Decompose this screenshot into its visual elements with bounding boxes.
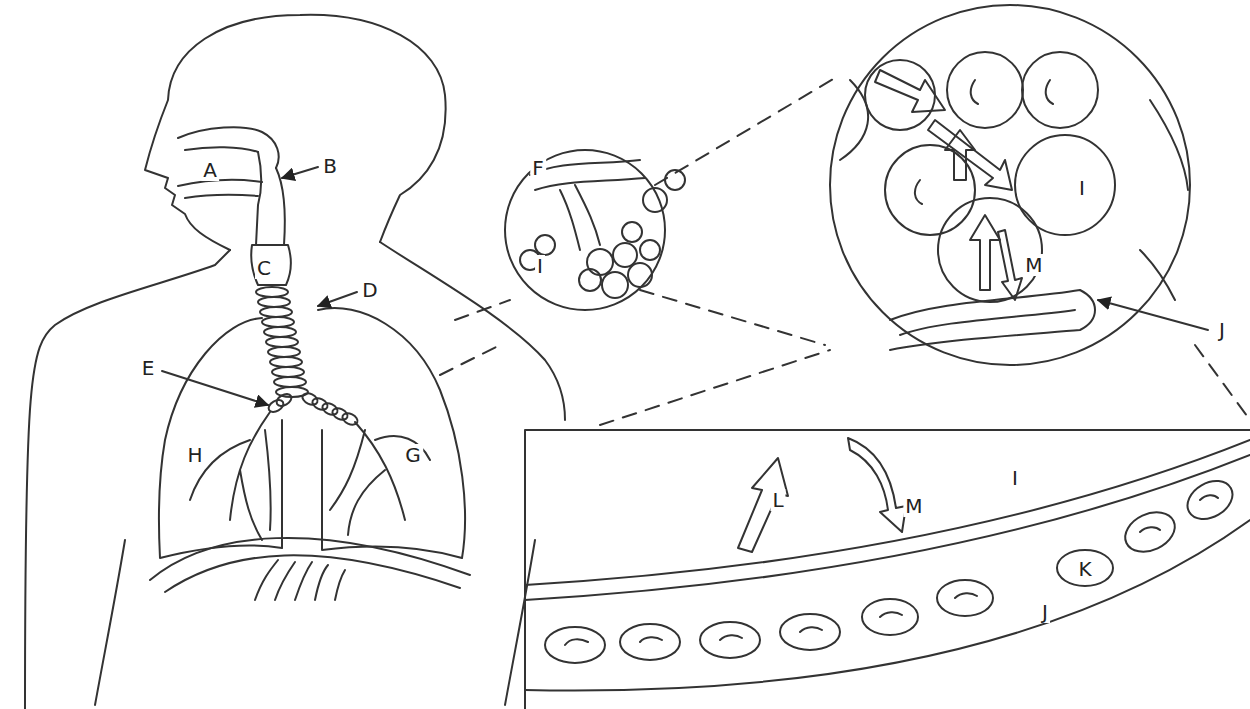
- part-letter: B: [321, 155, 339, 177]
- part-letter: E: [140, 357, 157, 379]
- part-letter: A: [201, 159, 219, 181]
- part-letter: I: [1077, 177, 1087, 199]
- part-letter: D: [360, 279, 379, 301]
- part-letter: J: [1217, 319, 1227, 341]
- part-letter: L: [770, 489, 785, 511]
- part-letter: K: [1076, 558, 1093, 580]
- part-letter: M: [1023, 254, 1044, 276]
- part-letter: C: [255, 257, 273, 279]
- part-letter: I: [1010, 467, 1020, 489]
- part-letter: J: [1040, 601, 1050, 623]
- part-letter: H: [185, 444, 204, 466]
- part-letter: G: [403, 444, 423, 466]
- part-letter: I: [535, 255, 545, 277]
- part-letter: M: [903, 495, 924, 517]
- part-letter: F: [530, 157, 546, 179]
